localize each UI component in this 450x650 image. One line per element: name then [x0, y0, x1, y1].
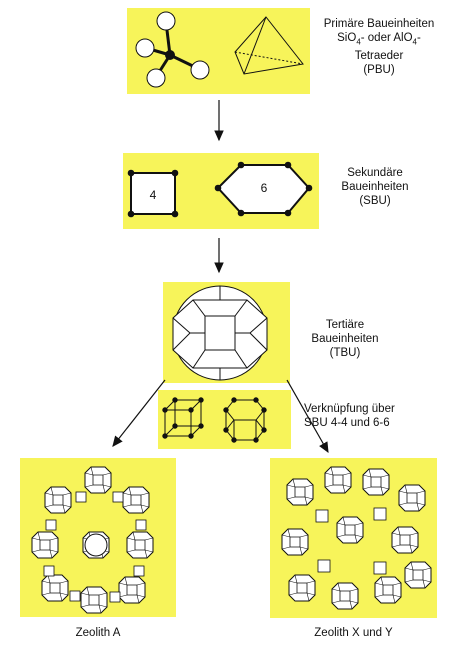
- sbu-ring4-label: 4: [149, 188, 157, 202]
- tbu-line2: Baueinheiten: [311, 333, 379, 345]
- tetrahedron-icon: [234, 16, 304, 75]
- tbu-line1: Tertiäre: [325, 319, 365, 331]
- arrow-to-zeolith-xy: [286, 379, 329, 454]
- sbu-line1: Sekundäre: [347, 167, 403, 179]
- linking-line1: Verknüpfung über: [304, 403, 395, 415]
- arrow-to-zeolith-a: [112, 379, 166, 447]
- linking-line2: SBU 4-4 und 6-6: [304, 417, 390, 429]
- sodalite-cage-icon: [172, 285, 268, 381]
- four-ring-icon: [127, 169, 179, 218]
- double-six-ring-icon: [223, 397, 267, 443]
- six-ring-icon: [214, 161, 313, 217]
- zeolith-xy-framework: [281, 466, 432, 610]
- double-four-ring-icon: [162, 397, 204, 439]
- sbu-line3: (SBU): [359, 195, 391, 207]
- ball-stick-tetrahedron-icon: [135, 11, 210, 88]
- zeolith-xy-caption: Zeolith X und Y: [314, 627, 393, 639]
- pbu-label: Primäre Baueinheiten SiO4- oder AlO4- Te…: [314, 17, 444, 77]
- sbu-ring6-label: 6: [260, 181, 268, 195]
- pbu-line3: Tetraeder: [354, 50, 404, 63]
- pbu-line2: SiO4- oder AlO4-: [337, 32, 421, 47]
- sbu-line2: Baueinheiten: [341, 181, 409, 193]
- sbu-label: Sekundäre Baueinheiten (SBU): [330, 166, 420, 208]
- tbu-line3: (TBU): [329, 347, 361, 359]
- zeolith-a-caption: Zeolith A: [75, 627, 121, 639]
- pbu-line1: Primäre Baueinheiten: [323, 18, 435, 30]
- zeolith-a-framework: [31, 466, 154, 614]
- tbu-label: Tertiäre Baueinheiten (TBU): [300, 318, 390, 360]
- linking-label: Verknüpfung über SBU 4-4 und 6-6: [304, 402, 424, 430]
- pbu-line4: (PBU): [363, 64, 395, 77]
